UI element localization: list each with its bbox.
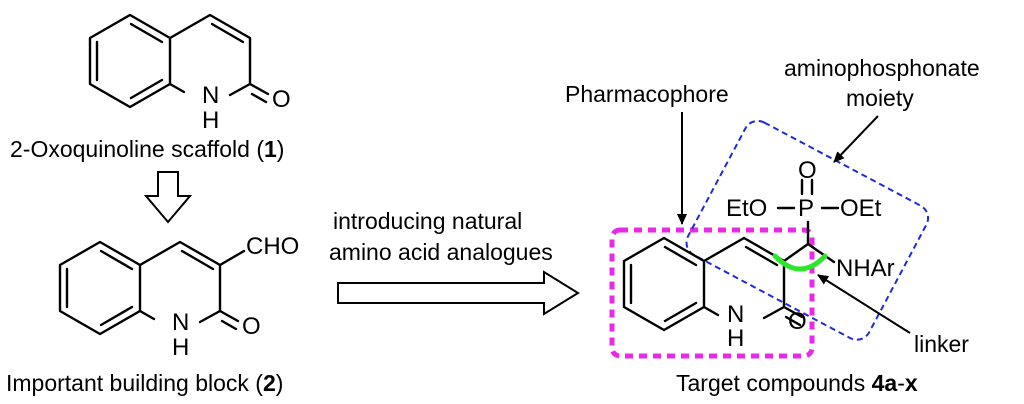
pharmacophore-box [609,227,815,359]
pharmacophore-label: Pharmacophore [565,81,729,107]
compound-2-caption: Important building block (2) [6,370,283,396]
target-caption: Target compounds 4a-x [676,370,918,396]
target-phosphoryl-oxygen: O [798,157,817,184]
arrow-text-line-1: introducing natural [333,208,522,234]
aminophosphonate-box [685,119,930,341]
compound-2-oxygen: O [242,313,261,340]
compound-2-structure: N H O CHO [58,233,299,361]
target-phosphorus: P [798,195,814,222]
compound-2-nitrogen: N [172,309,189,336]
linker-arc [772,253,828,272]
compound-2-hydrogen: H [172,334,189,361]
aminophosphonate-label-line-1: aminophosphonate [784,55,980,81]
compound-1-structure: N H O [88,13,291,134]
compound-1-nitrogen: N [202,82,219,109]
compound-1-caption: 2-Oxoquinoline scaffold (1) [10,136,284,162]
target-oxygen: O [788,308,807,335]
target-ethoxy-left: EtO [726,195,767,222]
compound-1-hydrogen: H [202,107,219,134]
arrow-text-line-2: amino acid analogues [329,239,553,265]
target-compound-structure: N H O P O EtO OEt NHAr [622,157,895,352]
aminophosphonate-label-line-2: moiety [846,85,914,111]
target-nhar: NHAr [836,255,895,282]
linker-label: linker [914,331,969,357]
compound-1-oxygen: O [272,86,291,113]
hollow-right-arrow [337,270,580,316]
target-hydrogen: H [727,325,744,352]
compound-2-aldehyde: CHO [246,233,299,260]
target-nitrogen: N [727,301,744,328]
target-ethoxy-right: OEt [840,195,882,222]
aminophosphonate-arrow [833,115,879,163]
linker-arrow [817,274,911,334]
hollow-down-arrow [143,171,193,224]
